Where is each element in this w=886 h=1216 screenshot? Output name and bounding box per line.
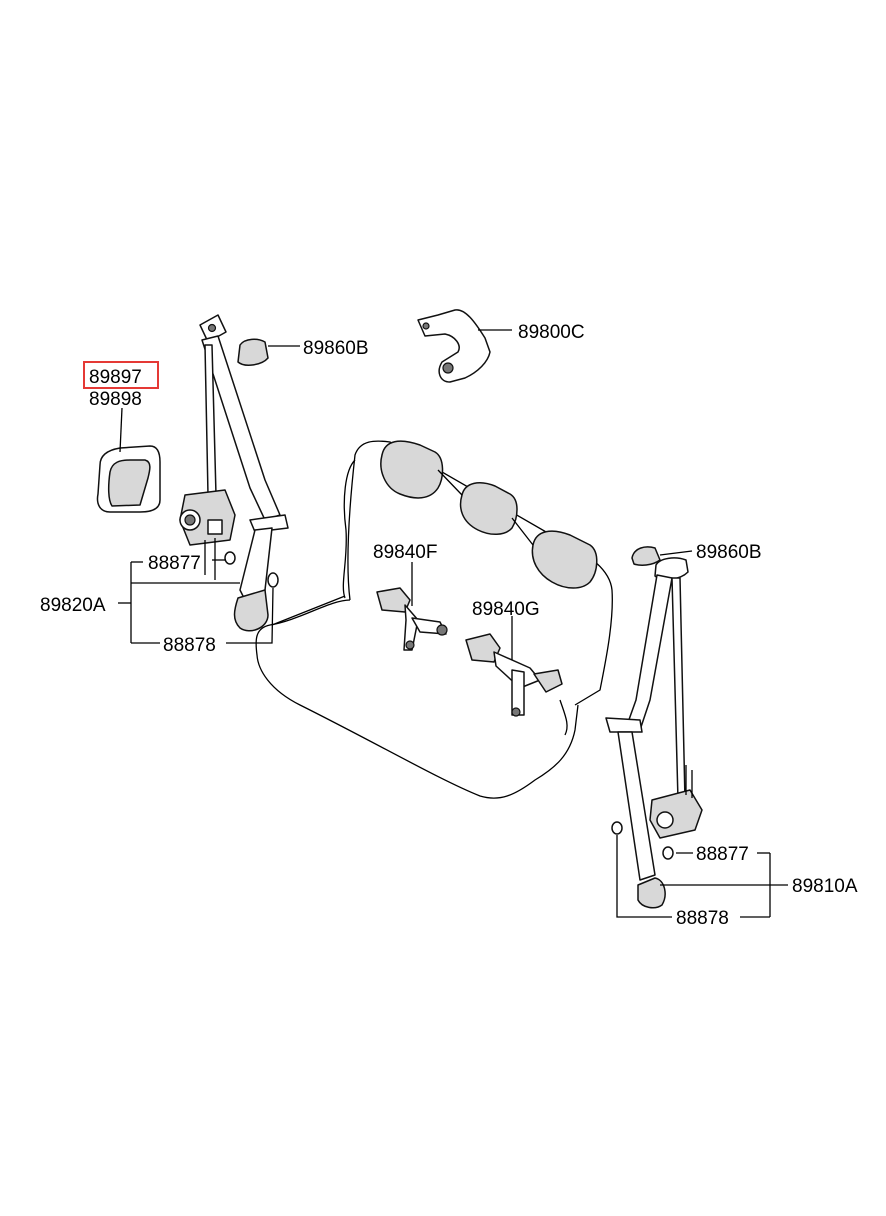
headrest-left <box>380 440 444 499</box>
bracket-89800C <box>417 309 491 383</box>
label-88877-right[interactable]: 88877 <box>696 844 749 865</box>
headrest-right <box>531 530 598 589</box>
highlight-box-89897 <box>83 361 159 389</box>
label-88877-left[interactable]: 88877 <box>148 553 201 574</box>
leader-lines <box>118 329 788 918</box>
trim-cap-right <box>631 546 661 566</box>
buckle-89840G <box>465 633 563 717</box>
label-89860B-left[interactable]: 89860B <box>303 338 369 359</box>
label-89840G[interactable]: 89840G <box>472 599 540 620</box>
right-seatbelt-assembly <box>605 557 703 909</box>
label-89840F[interactable]: 89840F <box>373 542 437 563</box>
label-89810A[interactable]: 89810A <box>792 876 858 897</box>
label-88878-left[interactable]: 88878 <box>163 635 216 656</box>
label-89800C[interactable]: 89800C <box>518 322 585 343</box>
label-89897[interactable]: 89897 <box>89 367 142 388</box>
trim-cap-left <box>237 338 269 366</box>
label-88878-right[interactable]: 88878 <box>676 908 729 929</box>
label-89898[interactable]: 89898 <box>89 389 142 410</box>
headrest-link-1 <box>437 469 463 496</box>
left-seatbelt-assembly <box>179 314 289 632</box>
label-89820A[interactable]: 89820A <box>40 595 106 616</box>
label-89860B-right[interactable]: 89860B <box>696 542 762 563</box>
headrest-link-2 <box>511 517 534 546</box>
buckle-89840F <box>376 587 448 651</box>
headrest-center <box>459 482 518 535</box>
belt-cover-89897 <box>96 445 161 513</box>
rear-seat-outline <box>255 440 613 799</box>
